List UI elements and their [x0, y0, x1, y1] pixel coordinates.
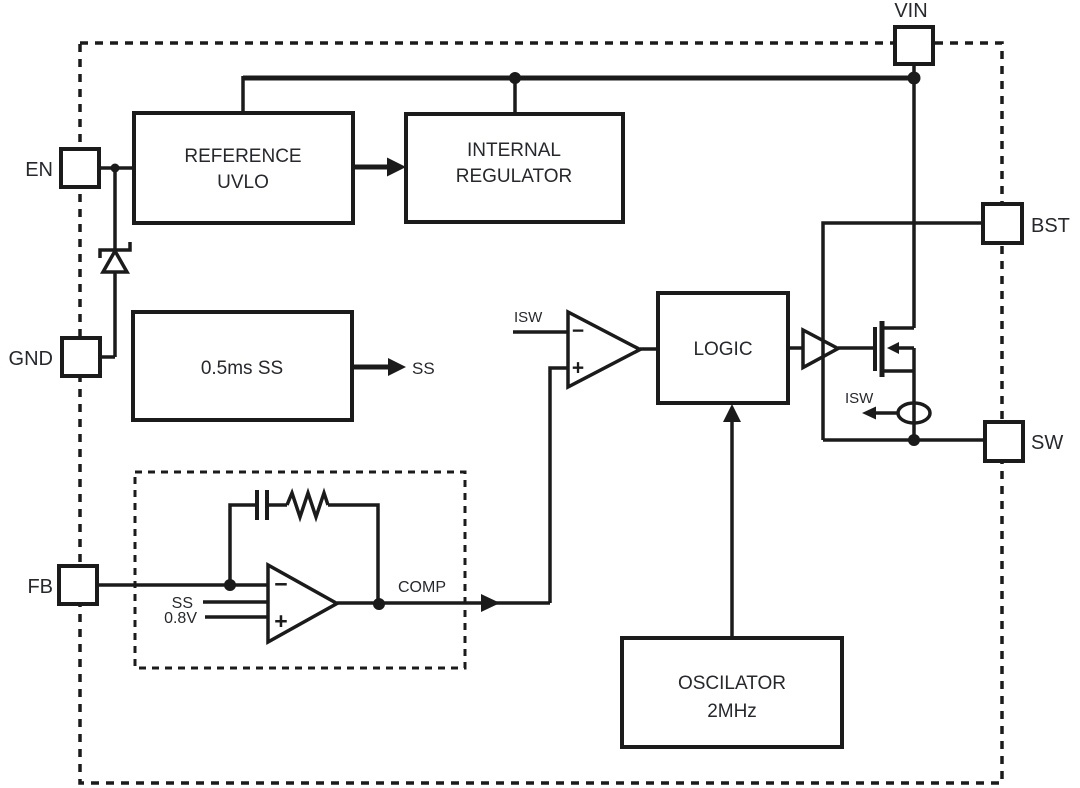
- wire-comp-to-comparator: [548, 366, 568, 603]
- internal-regulator-block: [404, 112, 625, 224]
- junction-en-zener: [110, 163, 120, 173]
- soft-start-block: [131, 310, 354, 422]
- pin-en: [59, 147, 101, 189]
- pin-label-en: EN: [25, 159, 53, 181]
- amp-ss-label: SS: [172, 595, 193, 612]
- arrow-regulator-input: [387, 157, 406, 177]
- comparator-isw-label: ISW: [514, 309, 543, 326]
- pin-label-vin: VIN: [894, 0, 927, 22]
- pin-label-fb: FB: [27, 576, 53, 598]
- internal-regulator-label-line1: INTERNAL: [467, 140, 561, 161]
- sense-isw-label: ISW: [845, 390, 874, 407]
- comparator-minus-sign: −: [572, 320, 584, 343]
- comp-label: COMP: [398, 579, 446, 596]
- pin-gnd: [60, 336, 102, 378]
- pin-label-sw: SW: [1031, 432, 1063, 454]
- arrowheads: [387, 157, 899, 612]
- junction-bus-vin: [907, 71, 921, 85]
- amp-minus-sign: −: [274, 571, 287, 597]
- error-amplifier-triangle: [266, 562, 341, 645]
- junction-fb-feedback: [224, 579, 236, 591]
- arrow-comp-signal: [481, 594, 500, 612]
- blocks: [131, 111, 844, 749]
- logic-label: LOGIC: [693, 339, 752, 360]
- pin-bst: [981, 202, 1024, 245]
- amp-vref-label: 0.8V: [164, 610, 197, 627]
- pin-label-gnd: GND: [9, 348, 53, 370]
- ss-output-label: SS: [412, 359, 435, 378]
- devices: [98, 242, 932, 645]
- pin-label-bst: BST: [1031, 215, 1070, 237]
- internal-regulator-label-line2: REGULATOR: [456, 166, 573, 187]
- resistor-zigzag: [285, 487, 330, 523]
- junction-comp-feedback: [373, 598, 385, 610]
- wire-feedback-right: [328, 503, 380, 604]
- oscillator-label-line2: 2MHz: [707, 701, 757, 722]
- soft-start-label: 0.5ms SS: [201, 358, 283, 379]
- current-sense-ellipse: [896, 401, 932, 425]
- arrow-ss-output: [388, 358, 406, 376]
- comparator-plus-sign: +: [572, 357, 584, 380]
- gate-driver-triangle: [801, 327, 842, 371]
- comparator-triangle: [566, 309, 644, 390]
- pin-squares: [57, 25, 1025, 606]
- reference-uvlo-label-line2: UVLO: [217, 172, 269, 193]
- pin-fb: [57, 564, 99, 606]
- oscillator-block: [620, 636, 844, 749]
- zener-anode-triangle: [99, 247, 131, 274]
- error-amp-enclosure: [133, 470, 467, 670]
- junction-bus-regulator: [509, 72, 521, 84]
- arrow-mosfet-body: [887, 342, 899, 354]
- labels: VIN EN GND FB BST SW REFERENCE UVLO INTE…: [9, 0, 1070, 722]
- arrow-oscillator-up: [723, 404, 741, 422]
- reference-uvlo-label-line1: REFERENCE: [184, 146, 301, 167]
- pin-sw: [983, 420, 1025, 463]
- amp-plus-sign: +: [274, 608, 287, 634]
- pin-vin: [893, 25, 935, 66]
- wire-bst: [821, 221, 983, 440]
- arrow-isw-sense-left: [862, 406, 876, 420]
- oscillator-label-line1: OSCILATOR: [678, 673, 786, 694]
- junction-sw: [908, 434, 920, 446]
- wire-feedback-left: [228, 503, 256, 585]
- reference-uvlo-block: [132, 111, 355, 225]
- chip-boundary: [78, 41, 1004, 785]
- junction-dots: [110, 71, 921, 610]
- logic-block: [656, 291, 790, 405]
